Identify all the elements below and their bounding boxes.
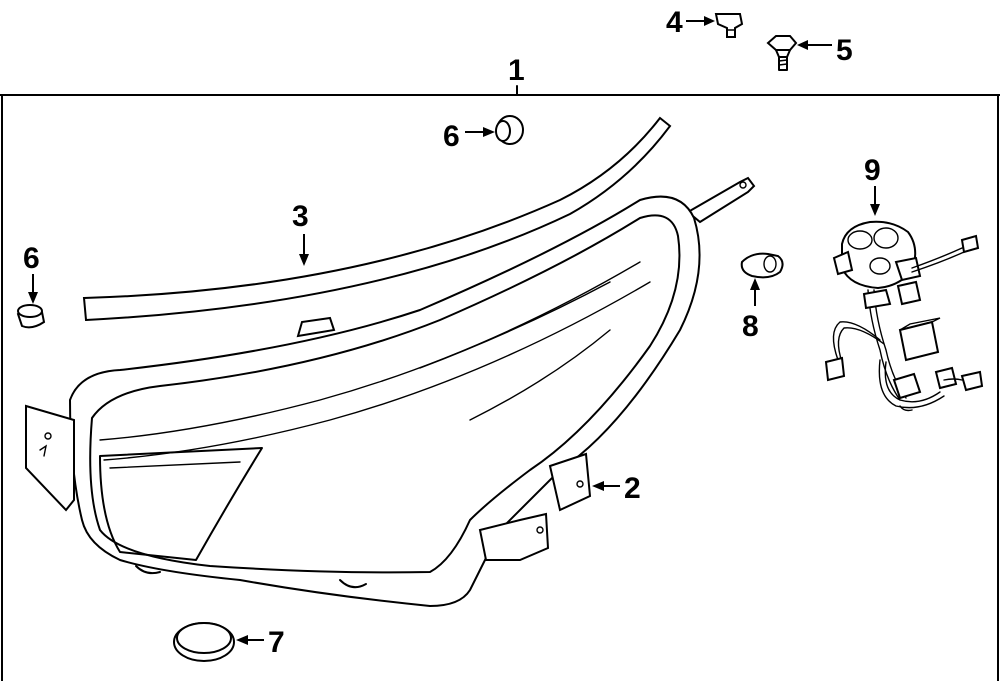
arrow-9: [870, 186, 880, 216]
arrow-5: [797, 40, 832, 50]
callout-4: 4: [666, 6, 683, 39]
part-8-bulb: [740, 252, 784, 279]
arrow-6-left: [28, 274, 38, 304]
arrow-2: [592, 481, 620, 491]
callout-6-top: 6: [443, 120, 460, 153]
part-5-bolt: [766, 35, 798, 71]
arrow-8: [750, 278, 760, 306]
part-3-seal-strip: [82, 116, 672, 322]
arrow-6-top: [465, 127, 495, 137]
callout-5: 5: [836, 34, 853, 67]
callout-7: 7: [268, 626, 285, 659]
part-6-cap-left: [16, 304, 46, 329]
arrow-3: [299, 234, 309, 266]
arrow-7: [236, 635, 264, 645]
callout-8: 8: [742, 310, 759, 343]
callout-1: 1: [508, 54, 525, 87]
part-1-headlamp-assembly: [25, 176, 756, 608]
part-9-socket-harness: [824, 220, 984, 412]
callout-2: 2: [624, 472, 641, 505]
arrow-4: [686, 16, 715, 26]
callout-3: 3: [292, 200, 309, 233]
assembly-bracket: [0, 85, 1000, 681]
callout-6-left: 6: [23, 242, 40, 275]
part-7-cover-cap: [173, 622, 235, 662]
part-6-cap-top: [495, 115, 524, 145]
part-4-clip: [714, 13, 744, 38]
callout-9: 9: [864, 154, 881, 187]
